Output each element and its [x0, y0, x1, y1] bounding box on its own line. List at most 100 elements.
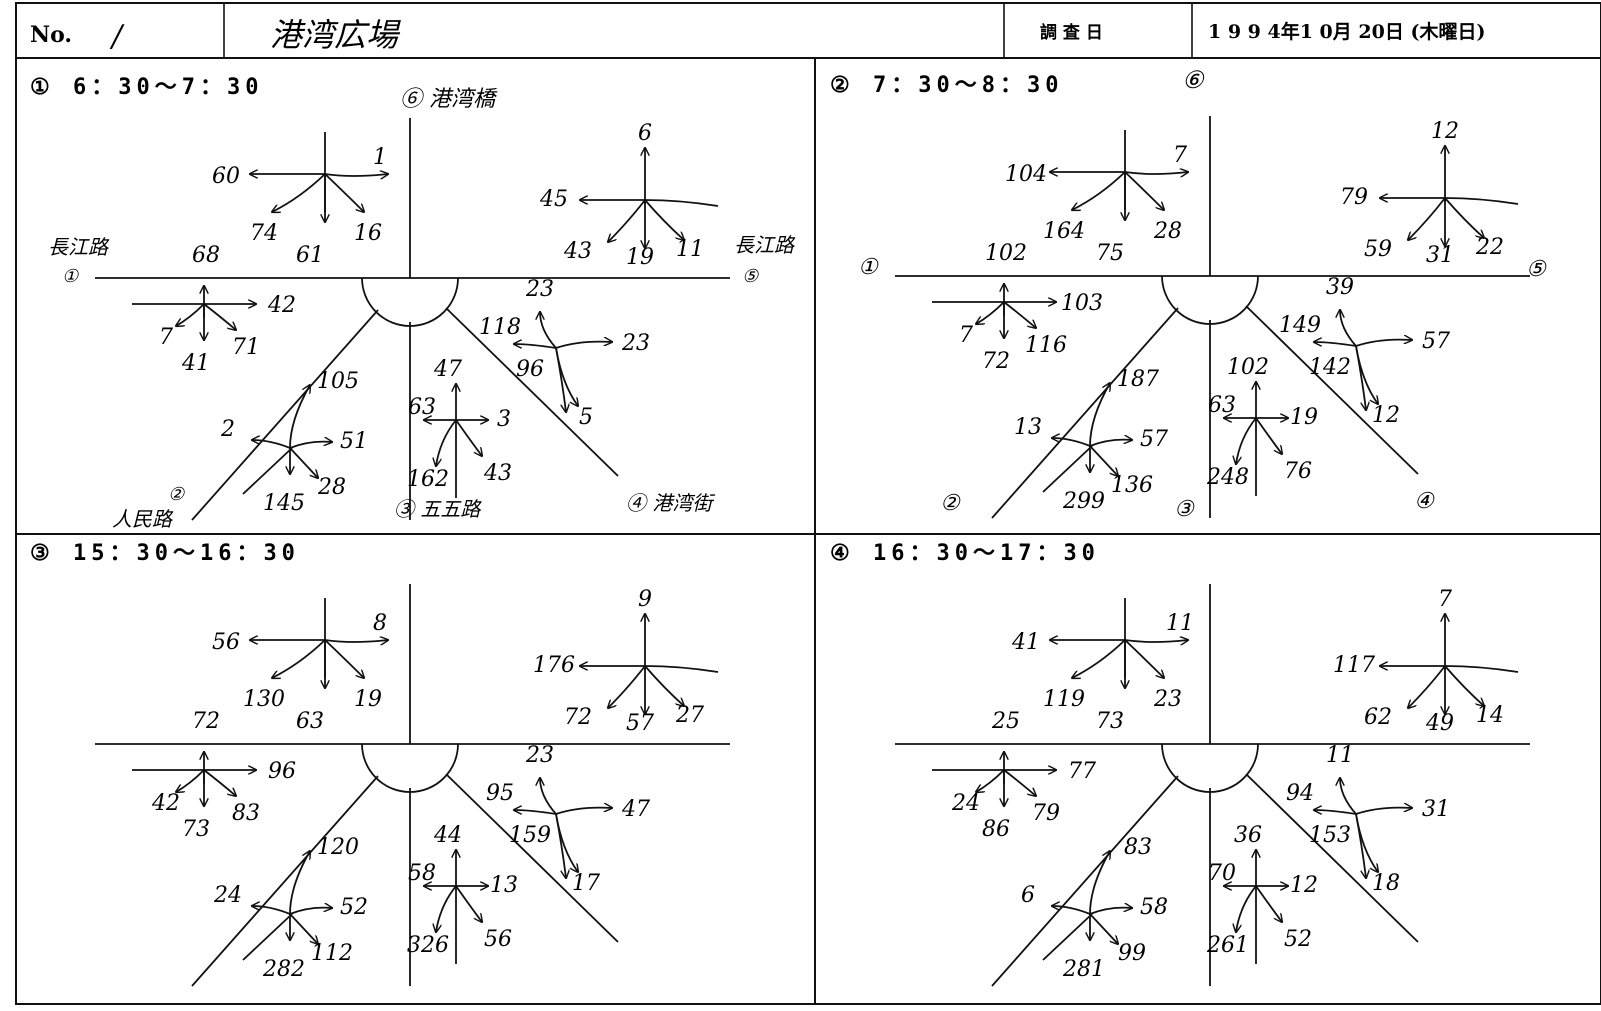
count-se: 18: [1372, 871, 1400, 896]
count-right: 3: [497, 407, 511, 432]
road-label-west-number: ①: [62, 266, 79, 287]
count-se: 76: [1284, 459, 1312, 484]
flow-arrow-right: [324, 174, 388, 176]
count-right: 57: [1140, 427, 1168, 452]
count-sw: 43: [563, 239, 592, 264]
count-down: 326: [407, 933, 449, 958]
count-up: 36: [1234, 823, 1262, 848]
flow-tail: [644, 199, 719, 207]
count-right: 42: [267, 293, 296, 318]
roundabout-arc: [361, 743, 459, 793]
flow-arrow-left: [252, 906, 291, 915]
flow-arrow-se: [555, 813, 578, 872]
flow-arrow-se: [455, 885, 482, 922]
count-down: 63: [296, 709, 324, 734]
flow-arrow-se: [324, 173, 364, 212]
flow-arrow-left: [1314, 810, 1357, 815]
count-sw: 7: [159, 325, 173, 350]
flow-arrow-right: [555, 342, 612, 349]
count-westbound: 68: [192, 243, 220, 268]
flow-arrow-sw: [1072, 639, 1126, 678]
flow-arrow-left: [1052, 438, 1091, 447]
flow-arrow-up: [1089, 851, 1110, 915]
count-se: 28: [1153, 219, 1182, 244]
count-left: 63: [1208, 393, 1236, 418]
count-down: 72: [982, 349, 1010, 374]
flow-arrow-sw: [176, 303, 205, 326]
count-left: 104: [1005, 162, 1047, 187]
road-label-east-number: ⑤: [1526, 257, 1547, 282]
count-down: 162: [407, 467, 449, 492]
count-down: 61: [296, 243, 324, 268]
road-label-west-number: ①: [858, 255, 879, 280]
road-label-south: ③ 五五路: [394, 497, 482, 521]
flow-arrow-up: [1089, 383, 1110, 447]
count-sw: 42: [151, 791, 180, 816]
road-southeast-line: [445, 307, 619, 477]
count-right: 12: [1290, 873, 1318, 898]
count-down: 145: [263, 491, 305, 516]
count-se: 43: [483, 461, 512, 486]
flow-arrow-up: [289, 851, 310, 915]
count-down: 281: [1062, 957, 1105, 982]
count-down: 73: [1096, 709, 1124, 734]
count-left: 58: [408, 861, 436, 886]
flow-arrow-sw: [1408, 665, 1446, 708]
count-left: 63: [408, 395, 436, 420]
count-up: 102: [1227, 355, 1269, 380]
flow-arrow-se: [1355, 345, 1378, 404]
count-up: 44: [433, 823, 462, 848]
count-up: 7: [1438, 587, 1452, 612]
flow-arrow-se: [1355, 813, 1378, 872]
count-left: 117: [1333, 653, 1375, 678]
flow-arrow-se: [1444, 665, 1484, 706]
flow-arrow-sw: [976, 301, 1005, 324]
count-left: 60: [212, 164, 240, 189]
count-up: 105: [317, 369, 359, 394]
period-title: ④ 16：30～17：30: [830, 541, 1100, 566]
flow-tail: [644, 665, 719, 673]
count-down: 57: [626, 711, 654, 736]
count-sw: 62: [1364, 705, 1392, 730]
road-label-north-number: ⑥: [1182, 66, 1205, 94]
count-down: 299: [1062, 489, 1105, 514]
count-up: 12: [1431, 119, 1459, 144]
flow-arrow-down: [1236, 885, 1257, 932]
flow-tail: [242, 913, 293, 961]
flow-arrow-right: [1089, 440, 1132, 447]
road-label-north: ⑥ 港湾橋: [400, 87, 498, 112]
no-label: No.: [30, 22, 72, 48]
count-se: 28: [317, 475, 346, 500]
flow-arrow-left: [514, 810, 557, 815]
count-left: 70: [1208, 861, 1236, 886]
count-right: 52: [340, 895, 368, 920]
road-label-southeast: ④ 港湾街: [626, 491, 715, 515]
count-sw: 130: [243, 687, 285, 712]
road-southwest-line: [191, 309, 379, 521]
flow-arrow-right: [1124, 640, 1188, 642]
flow-arrow-se: [644, 665, 684, 706]
flow-arrow-right: [555, 808, 612, 815]
flow-arrow-se: [1089, 913, 1118, 944]
flow-arrow-right: [289, 442, 332, 449]
count-se: 19: [354, 687, 382, 712]
roundabout-arc: [1161, 275, 1259, 325]
count-right: 31: [1422, 797, 1450, 822]
flow-tail: [1042, 445, 1093, 493]
flow-arrow-right: [1124, 172, 1188, 174]
count-sw: 119: [1043, 687, 1085, 712]
roundabout-arc: [1161, 743, 1259, 793]
count-down: 86: [982, 817, 1010, 842]
flow-arrow-sw: [176, 769, 205, 792]
count-left: 94: [1286, 781, 1314, 806]
count-right: 19: [1290, 405, 1318, 430]
count-right: 58: [1140, 895, 1168, 920]
count-right: 8: [373, 611, 387, 636]
count-westbound: 25: [991, 709, 1020, 734]
count-right: 96: [268, 759, 296, 784]
count-westbound: 72: [192, 709, 220, 734]
road-label-southwest: 人民路: [112, 507, 174, 531]
count-right: 11: [1166, 611, 1194, 636]
